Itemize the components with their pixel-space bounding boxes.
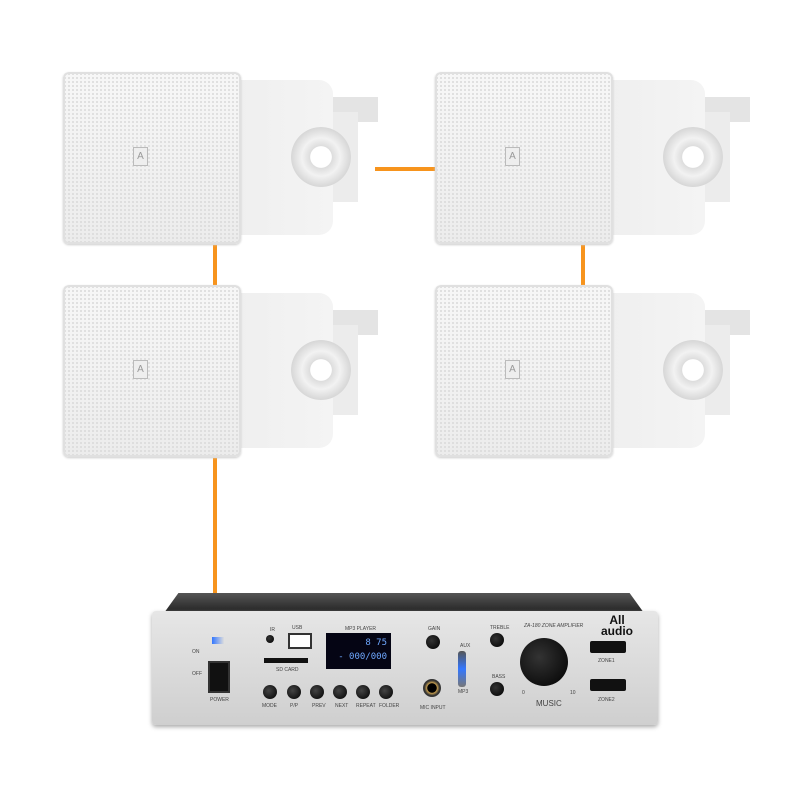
zone1-label: ZONE1 <box>598 658 615 664</box>
aux-label: AUX <box>460 643 471 649</box>
speaker-top-left: A <box>63 72 383 252</box>
speaker-bottom-right: A <box>435 285 755 465</box>
brand-logo-icon: A <box>505 360 520 379</box>
music-volume-knob[interactable] <box>520 638 568 686</box>
display-line2: - 000/000 <box>338 652 387 662</box>
bass-knob[interactable] <box>490 682 504 696</box>
display-line1: 8 75 <box>365 638 387 648</box>
mount-knob-icon <box>663 127 723 187</box>
mic-input-label: MIC INPUT <box>420 705 446 711</box>
model-label: ZA-180 ZONE AMPLIFIER <box>524 623 584 629</box>
wire-right-mid <box>581 245 585 287</box>
gain-label: GAIN <box>428 626 441 632</box>
power-switch <box>208 661 230 693</box>
prev-button[interactable] <box>310 685 324 699</box>
play-pause-button[interactable] <box>287 685 301 699</box>
mode-button[interactable] <box>263 685 277 699</box>
usb-label: USB <box>292 625 303 631</box>
music-label: MUSIC <box>536 699 562 708</box>
ir-sensor <box>266 635 274 643</box>
lcd-display: 8 75 - 000/000 <box>326 633 391 669</box>
usb-port <box>288 633 312 649</box>
wire-to-amp <box>213 458 217 593</box>
speaker-top-right: A <box>435 72 755 252</box>
brand-logo: All audio <box>601 613 633 638</box>
zone2-label: ZONE2 <box>598 697 615 703</box>
mic-input-jack <box>423 679 441 697</box>
scale-max: 10 <box>570 690 576 696</box>
brand-logo-icon: A <box>133 360 148 379</box>
treble-knob[interactable] <box>490 633 504 647</box>
pp-label: P/P <box>290 703 299 709</box>
scale-min: 0 <box>522 690 525 696</box>
selector-switch <box>212 637 224 644</box>
on-label: ON <box>192 649 200 655</box>
zone1-button[interactable] <box>590 641 626 653</box>
mode-label: MODE <box>262 703 277 709</box>
bass-label: BASS <box>492 674 506 680</box>
mount-knob-icon <box>291 127 351 187</box>
gain-knob[interactable] <box>426 635 440 649</box>
power-label: POWER <box>210 697 229 703</box>
ir-label: IR <box>270 627 275 633</box>
sd-slot <box>264 658 308 663</box>
player-title: MP3 PLAYER <box>345 626 377 632</box>
sd-label: SD CARD <box>276 667 299 673</box>
repeat-label: REPEAT <box>356 703 376 709</box>
folder-button[interactable] <box>379 685 393 699</box>
zone-amplifier: ON OFF POWER IR USB SD CARD MP3 PLAYER 8… <box>152 593 658 728</box>
source-switch[interactable] <box>458 651 466 687</box>
wire-top <box>375 167 437 171</box>
mp3-label: MP3 <box>458 689 469 695</box>
wire-left-mid <box>213 245 217 287</box>
zone2-button[interactable] <box>590 679 626 691</box>
off-label: OFF <box>192 671 202 677</box>
treble-label: TREBLE <box>490 625 510 631</box>
next-button[interactable] <box>333 685 347 699</box>
prev-label: PREV <box>312 703 326 709</box>
next-label: NEXT <box>335 703 349 709</box>
repeat-button[interactable] <box>356 685 370 699</box>
brand-logo-icon: A <box>133 147 148 166</box>
mount-knob-icon <box>291 340 351 400</box>
mount-knob-icon <box>663 340 723 400</box>
brand-logo-icon: A <box>505 147 520 166</box>
folder-label: FOLDER <box>379 703 400 709</box>
speaker-bottom-left: A <box>63 285 383 465</box>
